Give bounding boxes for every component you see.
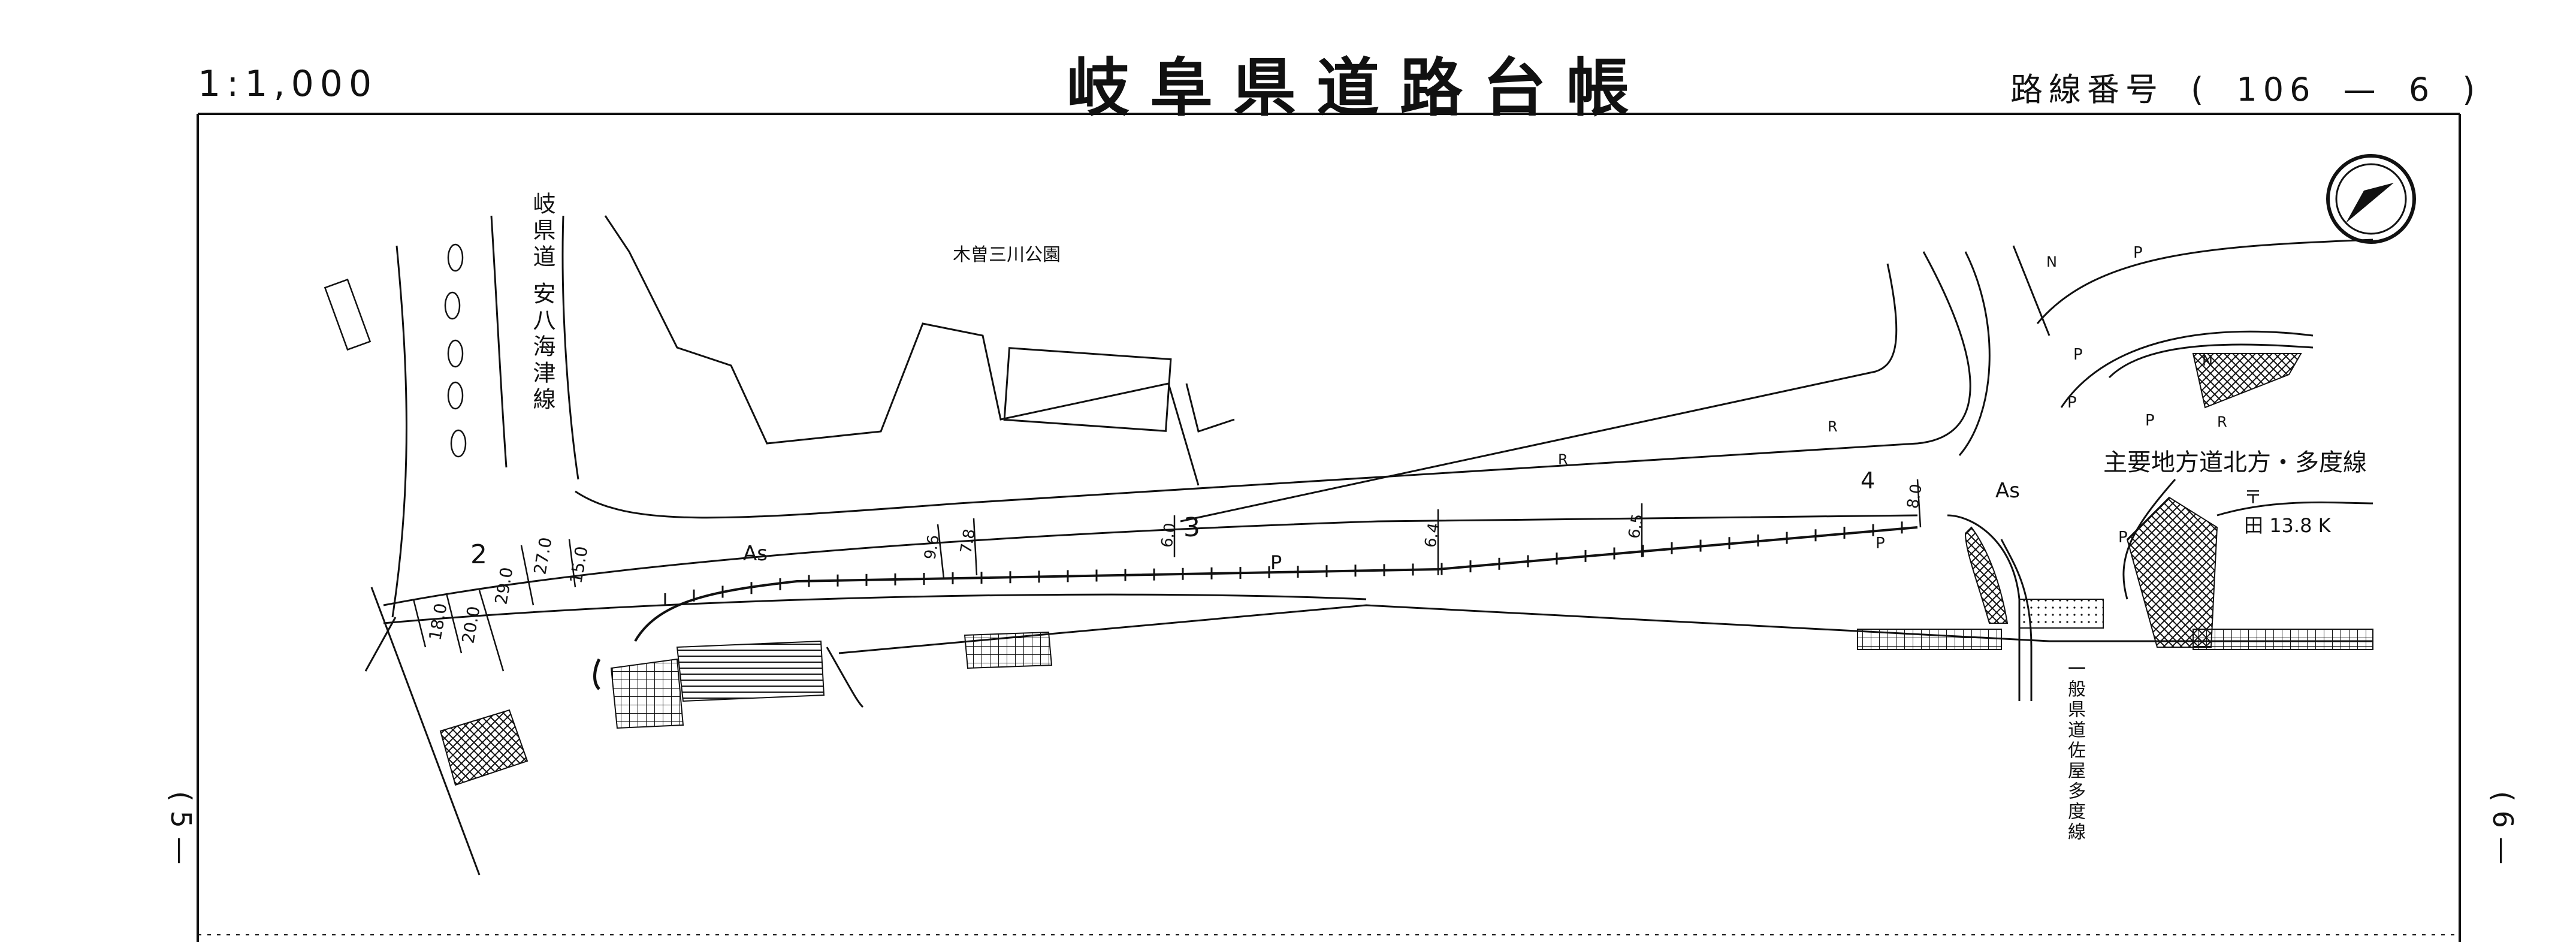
- map-text: 木曽三川公園 主要地方道北方・多度線 As As 2 3 4 田 13.8 K …: [425, 244, 2367, 645]
- width-15-0: 15.0: [566, 545, 591, 585]
- lane-mark-p3: P: [2133, 244, 2143, 262]
- crosswalks: [439, 353, 2373, 786]
- lane-mark-p5: P: [2067, 394, 2077, 412]
- width-18-0: 18.0: [425, 602, 451, 642]
- centerline-ticks: [664, 521, 1903, 605]
- lane-mark-p6: P: [2145, 412, 2155, 430]
- left-prefectural-road: [364, 215, 579, 875]
- main-road: [575, 251, 1991, 523]
- route-main-number: 106: [2236, 71, 2317, 108]
- width-7-8: 7.8: [957, 527, 979, 555]
- interchange: [2012, 238, 2373, 600]
- width-27-0: 27.0: [530, 536, 555, 576]
- route-open-paren: (: [2191, 71, 2210, 108]
- route-number-label: 路線番号: [2010, 71, 2164, 108]
- route-sub-number: 6: [2408, 71, 2436, 108]
- post-prefix: 田: [2244, 514, 2263, 537]
- distance-post: 田 13.8 K: [2244, 514, 2332, 537]
- postal-mark: 〒: [2244, 487, 2262, 508]
- south-prefectural-road: [1947, 514, 2033, 701]
- route-close-paren: ): [2462, 71, 2481, 108]
- lane-mark-p7: P: [2118, 529, 2128, 547]
- route-dash: —: [2343, 71, 2382, 108]
- station-2: 2: [470, 539, 487, 570]
- distance-value: 13.8 K: [2269, 514, 2331, 537]
- lane-mark-p2: P: [1876, 535, 1885, 552]
- width-20-0: 20.0: [458, 605, 484, 645]
- map-scale: 1:1,000: [198, 63, 378, 105]
- lane-mark-p1: P: [1270, 551, 1282, 574]
- main-route-name: 主要地方道北方・多度線: [2103, 449, 2367, 476]
- lane-mark-n2: N: [2202, 352, 2213, 369]
- surface-as-east: As: [1995, 479, 2020, 503]
- lane-mark-n1: N: [2046, 253, 2057, 270]
- left-sheet-marker: ( 5 —: [165, 791, 197, 865]
- page-title: 岐阜県道路台帳: [1067, 52, 1650, 125]
- width-29-0: 29.0: [491, 566, 517, 606]
- width-8-0: 8.0: [1904, 482, 1926, 510]
- right-sheet-marker: ( 6 —: [2487, 791, 2519, 865]
- north-arrow-icon: [2326, 154, 2416, 244]
- station-4: 4: [1861, 467, 1875, 494]
- park-boundary: [604, 215, 1235, 486]
- lane-mark-r3: R: [2217, 413, 2227, 430]
- park-name: 木曽三川公園: [953, 244, 1061, 265]
- width-6-5: 6.5: [1625, 512, 1647, 540]
- road-centerline: [593, 526, 1918, 690]
- station-3: 3: [1183, 512, 1200, 543]
- dimension-lines: [412, 479, 1922, 672]
- left-road-name: 岐県道 安八海津線: [529, 192, 555, 414]
- lane-mark-r2: R: [1828, 418, 1838, 435]
- lane-mark-r1: R: [1558, 451, 1568, 468]
- surface-as-west: As: [743, 542, 768, 566]
- tree-symbols: [324, 243, 467, 458]
- south-road-name: 一般県道佐屋多度線: [2064, 659, 2085, 843]
- map-frame: [197, 113, 2461, 942]
- route-number: 路線番号 ( 106 — 6 ): [2010, 63, 2492, 110]
- width-6-0: 6.0: [1158, 521, 1180, 549]
- lane-mark-p4: P: [2073, 346, 2083, 364]
- width-9-6: 9.6: [921, 533, 943, 561]
- width-6-4: 6.4: [1421, 521, 1443, 549]
